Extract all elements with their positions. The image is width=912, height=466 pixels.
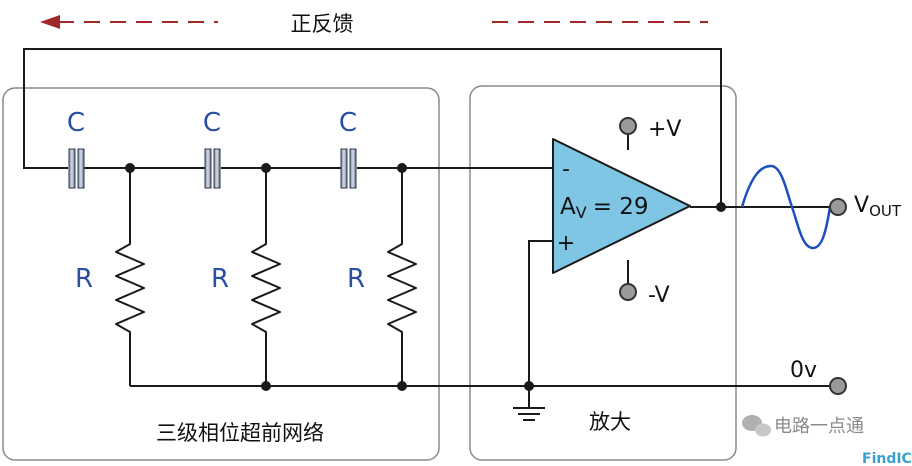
resistor-label-2: R [211,264,229,294]
junction-dot [397,381,407,391]
phase-network-label: 三级相位超前网络 [156,421,324,445]
output-junction-dot [716,202,726,212]
supply-neg-terminal [619,283,637,301]
ground-symbol [513,407,545,421]
watermark-channel: 电路一点通 [774,416,864,437]
watermark-site: FindIC [862,451,912,466]
capacitor-2 [204,148,221,189]
capacitor-3 [340,148,357,189]
resistor-label-3: R [347,264,365,294]
ground-rail-label: 0v [790,358,817,383]
resistor-3 [387,168,417,386]
output-terminal [829,198,847,216]
feedback-arrow-left [40,15,218,29]
opamp-gain-label: AV= 29 [560,194,649,222]
supply-pos-terminal [619,117,637,135]
capacitor-1 [68,148,85,189]
opamp-plus-sign: + [557,231,575,256]
capacitor-label-2: C [203,108,221,138]
capacitor-label-1: C [67,108,85,138]
wechat-icon [742,415,771,437]
feedback-label: 正反馈 [291,12,354,36]
output-label: VOUT [854,193,902,220]
junction-dot [397,163,407,173]
junction-dot [261,163,271,173]
plus-input-wire [528,240,553,408]
resistor-2 [251,168,281,386]
amplifier-box [469,85,737,461]
opamp-minus-sign: - [562,157,570,182]
junction-dot [261,381,271,391]
supply-pos-label: +V [648,117,681,142]
ground-terminal [829,377,847,395]
phase-network-box [2,87,440,461]
supply-neg-label: -V [648,283,670,308]
amplifier-label: 放大 [589,410,631,434]
sine-wave-icon [740,164,832,250]
junction-dot [125,163,135,173]
capacitor-label-3: C [339,108,357,138]
resistor-1 [115,168,145,386]
resistor-label-1: R [75,264,93,294]
feedback-wire [23,48,722,207]
opamp-symbol [552,138,691,274]
